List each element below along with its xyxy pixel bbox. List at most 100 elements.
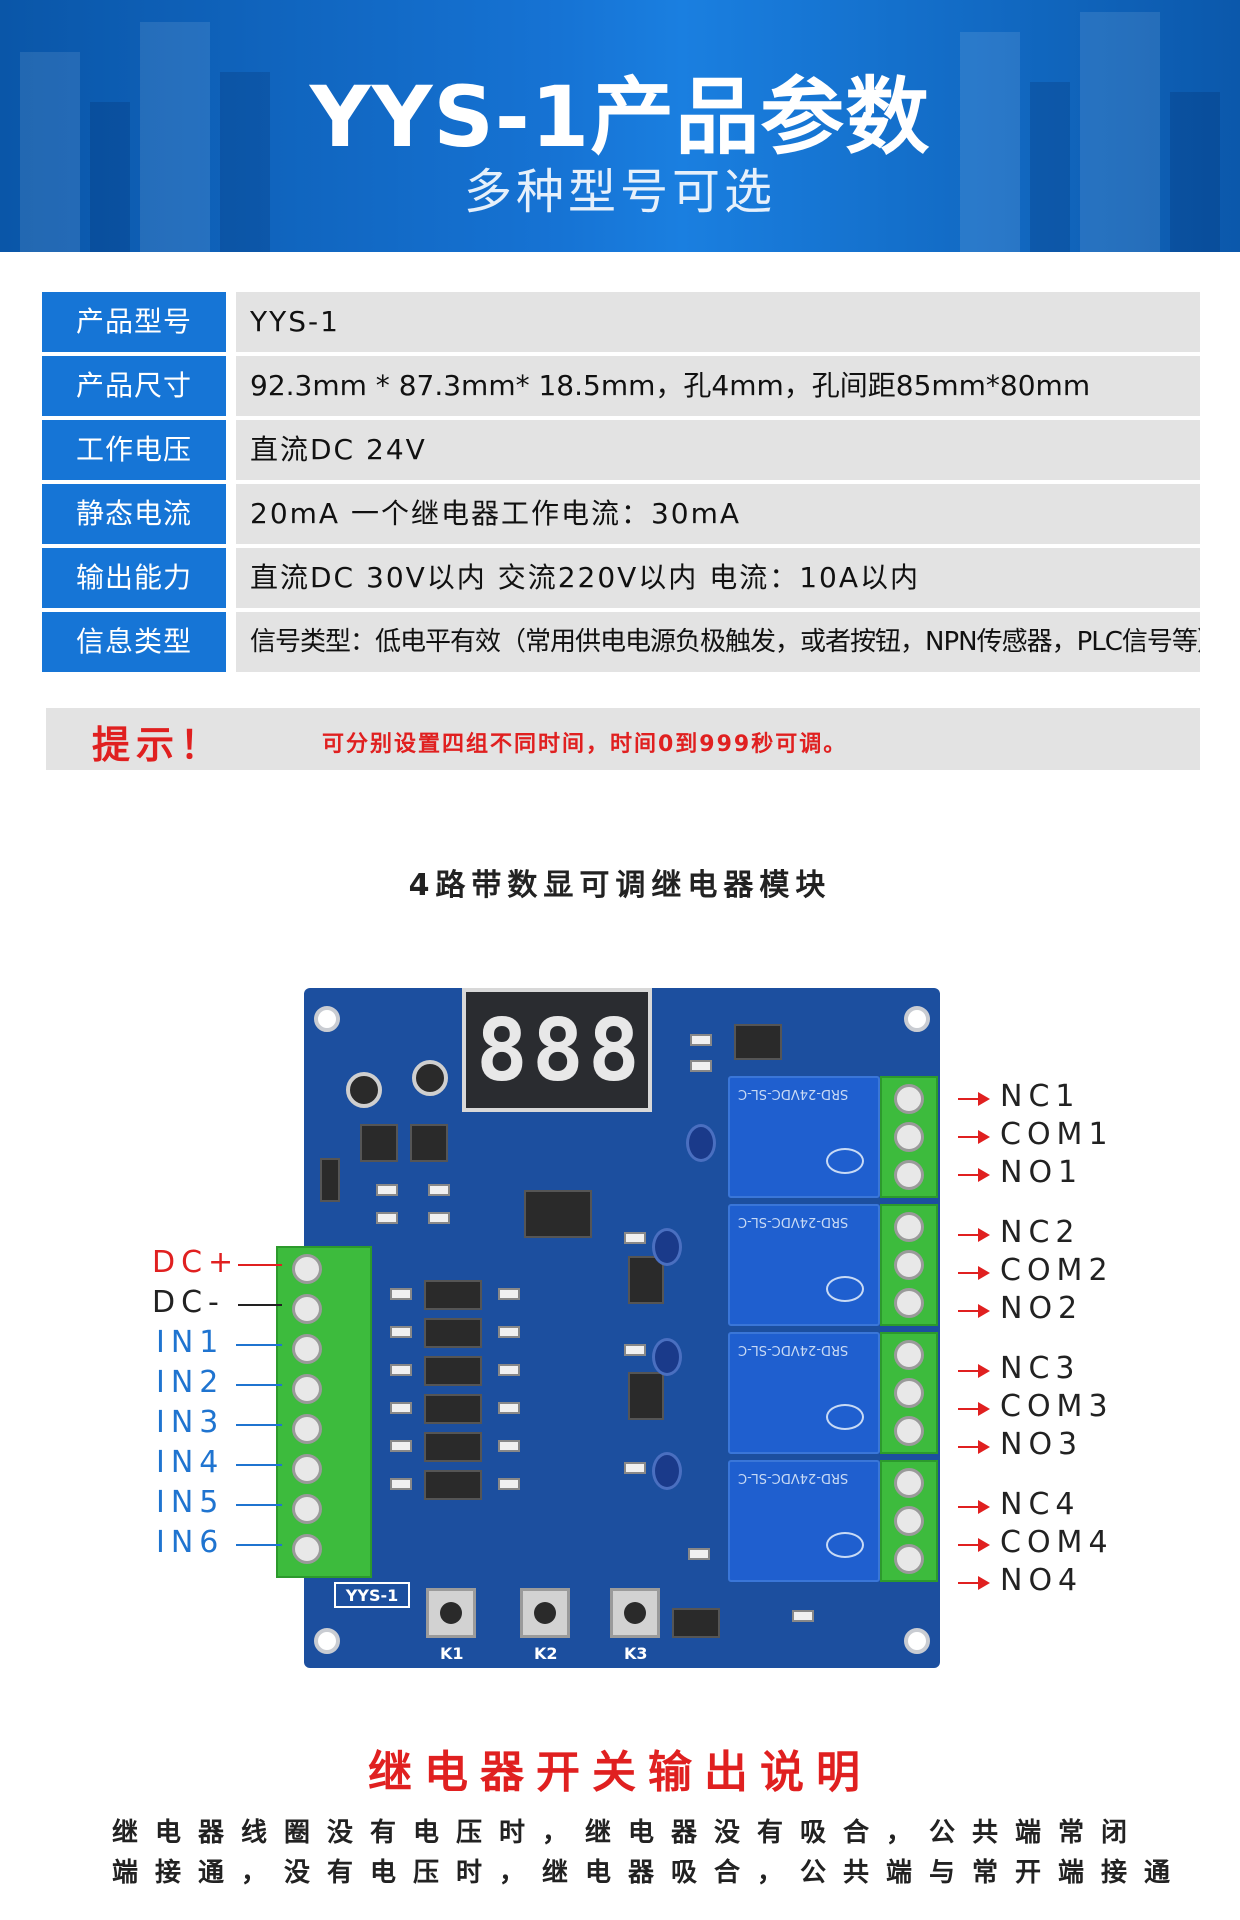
certification-mark <box>826 1276 864 1302</box>
regulator-chip <box>360 1124 398 1162</box>
optocoupler-chip <box>734 1024 782 1060</box>
arrow-icon <box>958 1500 990 1514</box>
terminal-screw <box>894 1544 924 1574</box>
button-label: K3 <box>624 1644 648 1663</box>
pin-label-nc2: NC2 <box>1000 1215 1081 1250</box>
optocoupler-chip <box>628 1372 664 1420</box>
pin-leader-line <box>236 1384 282 1386</box>
pin-label-com1: COM1 <box>1000 1117 1114 1152</box>
smd-component <box>390 1402 412 1414</box>
optocoupler-chip <box>672 1608 720 1638</box>
smd-component <box>624 1462 646 1474</box>
smd-component <box>498 1478 520 1490</box>
pin-leader-line <box>236 1344 282 1346</box>
pin-leader-line <box>236 1464 282 1466</box>
terminal-screw <box>292 1254 322 1284</box>
board-name-label: YYS-1 <box>334 1582 410 1608</box>
spec-label: 信息类型 <box>42 612 226 672</box>
arrow-icon <box>958 1402 990 1416</box>
input-terminal-block <box>276 1246 372 1578</box>
page-title: YYS-1产品参数 <box>309 68 931 166</box>
regulator-chip <box>410 1124 448 1162</box>
pin-label-com3: COM3 <box>1000 1389 1114 1424</box>
smd-component <box>498 1288 520 1300</box>
smd-component <box>390 1440 412 1452</box>
push-button-k3 <box>610 1588 660 1638</box>
building-decoration <box>90 102 130 252</box>
terminal-screw <box>894 1468 924 1498</box>
smd-component <box>390 1478 412 1490</box>
smd-component <box>690 1034 712 1046</box>
spec-label: 静态电流 <box>42 484 226 544</box>
relay-4: SRD-24VDC-SL-C <box>728 1460 880 1582</box>
page-subtitle: 多种型号可选 <box>463 164 776 220</box>
optocoupler-chip <box>424 1356 482 1386</box>
smd-component <box>390 1364 412 1376</box>
spec-label: 产品尺寸 <box>42 356 226 416</box>
terminal-screw <box>894 1378 924 1408</box>
electrolytic-capacitor <box>346 1072 382 1108</box>
mounting-hole <box>904 1628 930 1654</box>
smd-component <box>390 1326 412 1338</box>
terminal-screw <box>292 1334 322 1364</box>
ceramic-capacitor <box>652 1338 682 1376</box>
spec-value: 20mA 一个继电器工作电流：30mA <box>236 484 1200 544</box>
smd-component <box>376 1184 398 1196</box>
pin-label-no1: NO1 <box>1000 1155 1084 1190</box>
spec-value: 直流DC 24V <box>236 420 1200 480</box>
output-terminal-4 <box>880 1460 938 1582</box>
spec-row-voltage: 工作电压 直流DC 24V <box>42 420 1200 480</box>
pin-label-nc4: NC4 <box>1000 1487 1081 1522</box>
smd-component <box>624 1232 646 1244</box>
pin-label-dc-minus: DC- <box>152 1285 225 1320</box>
push-button-k1 <box>426 1588 476 1638</box>
pin-label-nc3: NC3 <box>1000 1351 1081 1386</box>
terminal-screw <box>292 1374 322 1404</box>
relay-marking: SRD-24VDC-SL-C <box>738 1342 849 1357</box>
arrow-icon <box>958 1576 990 1590</box>
pin-leader-line <box>236 1504 282 1506</box>
certification-mark <box>826 1404 864 1430</box>
pin-label-no2: NO2 <box>1000 1291 1084 1326</box>
optocoupler-chip <box>424 1318 482 1348</box>
building-decoration <box>1170 92 1220 252</box>
button-label: K1 <box>440 1644 464 1663</box>
building-decoration <box>1080 12 1160 252</box>
arrow-icon <box>958 1538 990 1552</box>
arrow-icon <box>958 1130 990 1144</box>
optocoupler-chip <box>424 1394 482 1424</box>
pin-label-in6: IN6 <box>156 1525 225 1560</box>
spec-label: 输出能力 <box>42 548 226 608</box>
building-decoration <box>20 52 80 252</box>
relay-2: SRD-24VDC-SL-C <box>728 1204 880 1326</box>
pin-label-no4: NO4 <box>1000 1563 1084 1598</box>
arrow-icon <box>958 1266 990 1280</box>
pin-label-com4: COM4 <box>1000 1525 1114 1560</box>
smd-component <box>688 1548 710 1560</box>
smd-component <box>498 1440 520 1452</box>
spec-label: 产品型号 <box>42 292 226 352</box>
terminal-screw <box>292 1454 322 1484</box>
ceramic-capacitor <box>686 1124 716 1162</box>
tip-label: 提示！ <box>92 723 225 767</box>
mounting-hole <box>904 1006 930 1032</box>
terminal-screw <box>292 1414 322 1444</box>
terminal-screw <box>894 1212 924 1242</box>
spec-value: 信号类型：低电平有效（常用供电电源负极触发，或者按钮，NPN传感器，PLC信号等… <box>236 612 1200 672</box>
building-decoration <box>140 22 210 252</box>
smd-component <box>498 1326 520 1338</box>
electrolytic-capacitor <box>412 1060 448 1096</box>
tip-text: 可分别设置四组不同时间，时间0到999秒可调。 <box>322 732 848 757</box>
tip-box: 提示！ 可分别设置四组不同时间，时间0到999秒可调。 <box>46 708 1200 770</box>
smd-component <box>390 1288 412 1300</box>
output-terminal-2 <box>880 1204 938 1326</box>
mounting-hole <box>314 1628 340 1654</box>
pin-leader-line <box>238 1304 282 1306</box>
pin-label-in3: IN3 <box>156 1405 225 1440</box>
diode <box>320 1158 340 1202</box>
pin-label-dc-plus: DC+ <box>152 1245 240 1280</box>
push-button-k2 <box>520 1588 570 1638</box>
pin-label-com2: COM2 <box>1000 1253 1114 1288</box>
ceramic-capacitor <box>652 1228 682 1266</box>
building-decoration <box>220 72 270 252</box>
